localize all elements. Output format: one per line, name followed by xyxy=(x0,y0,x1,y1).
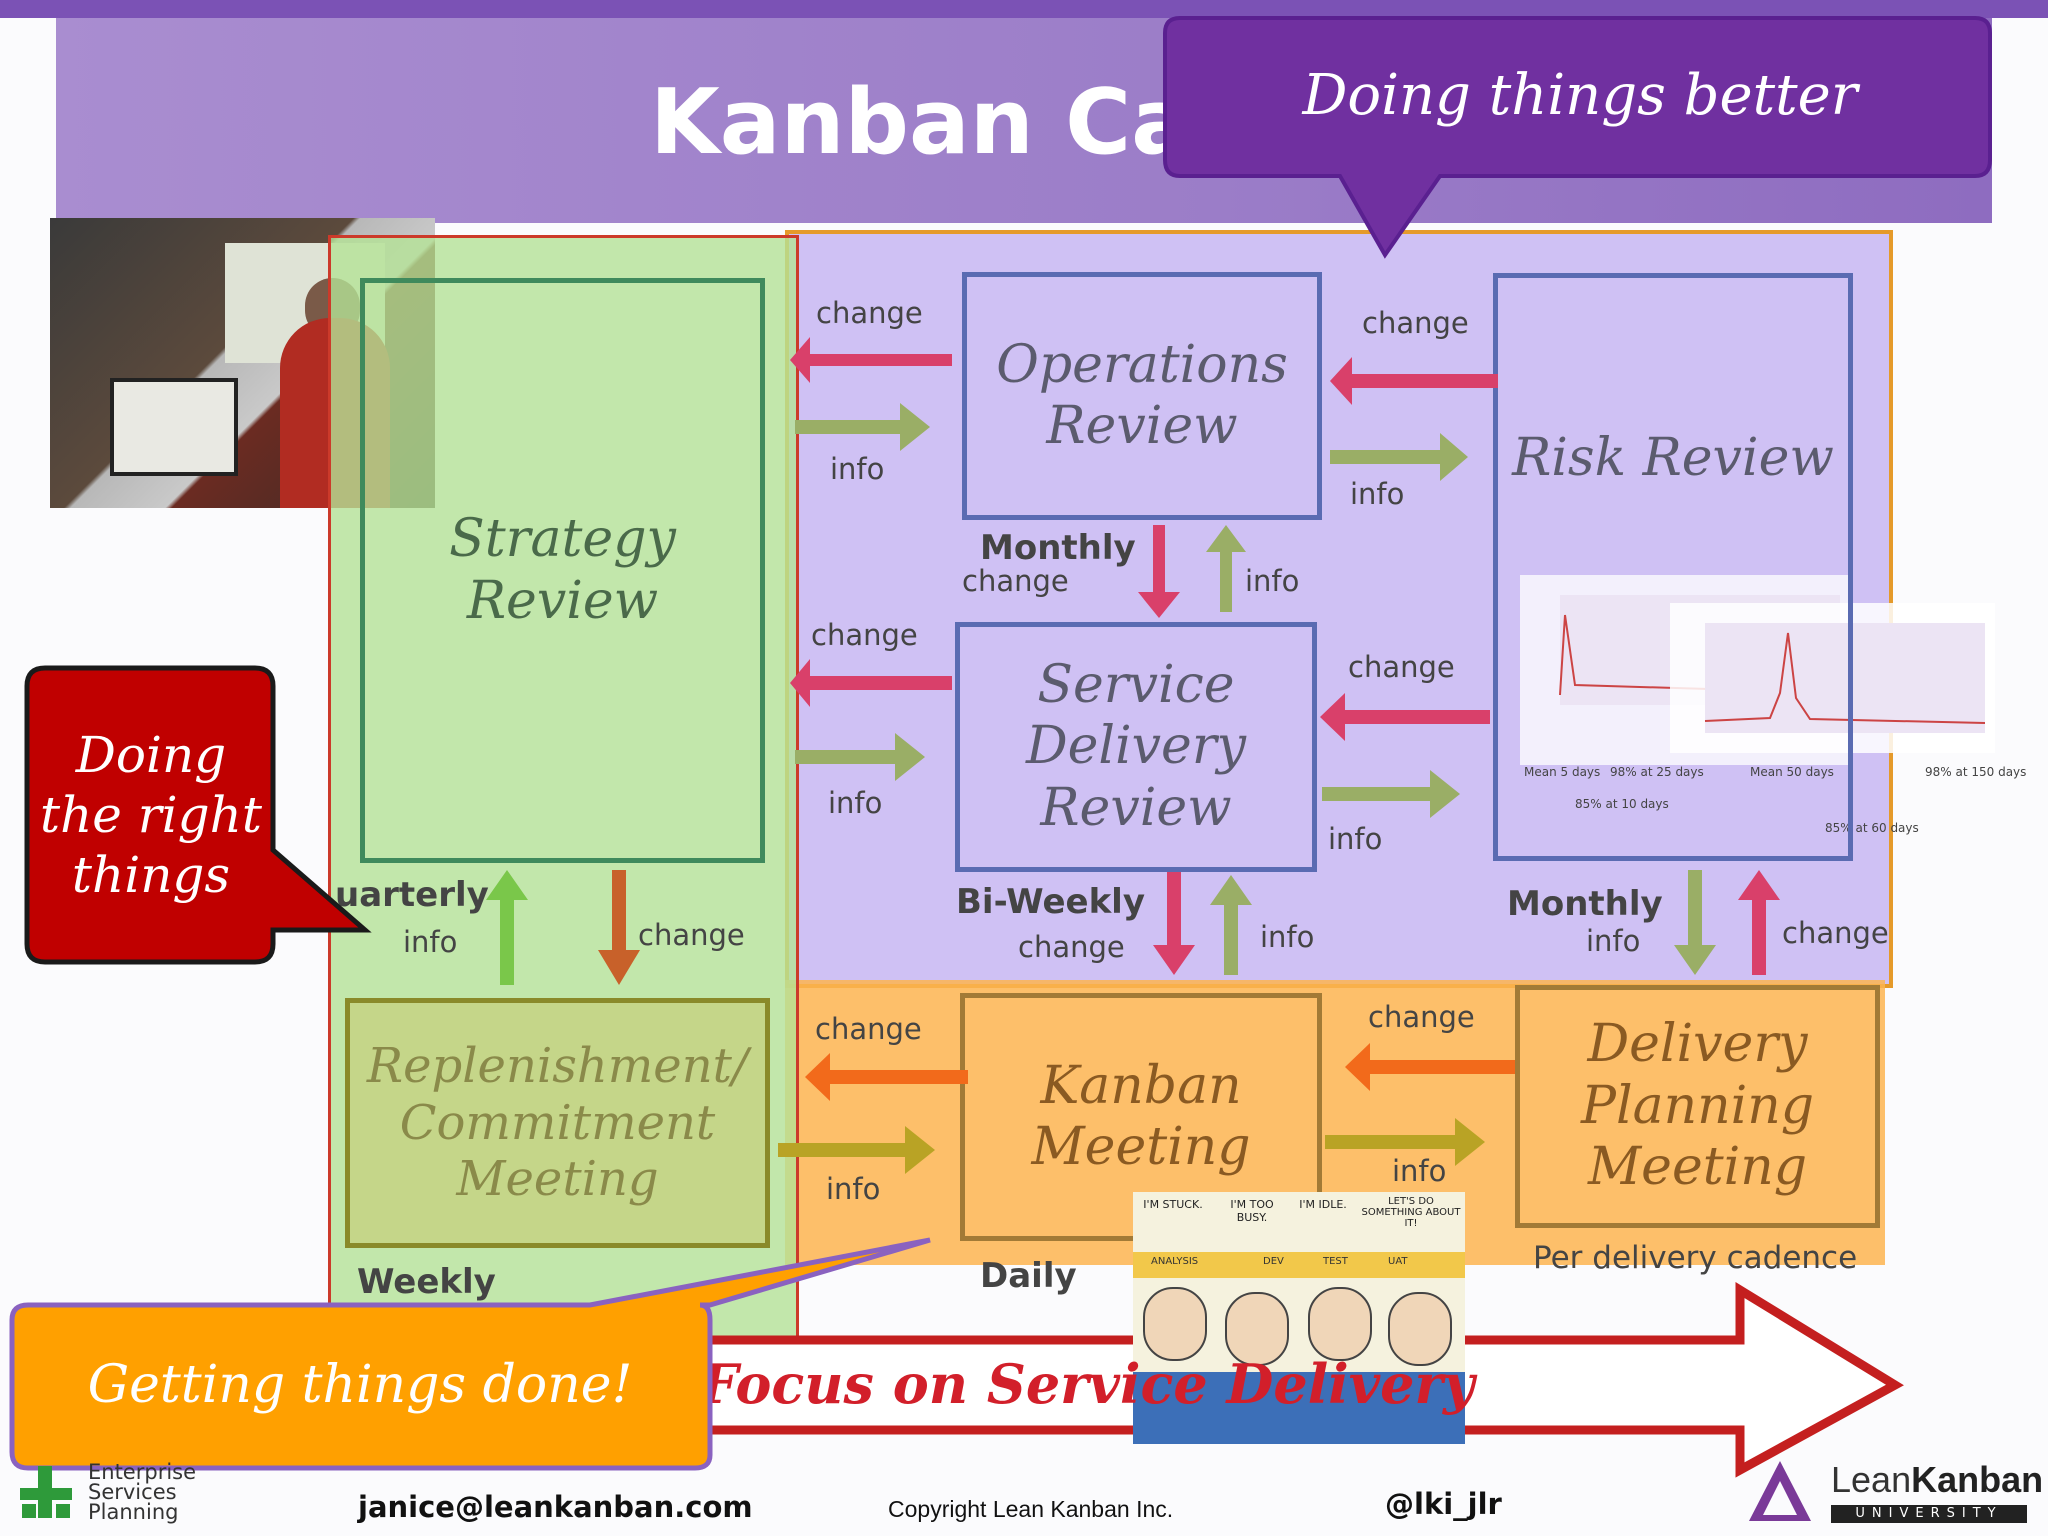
chart-right-98: 98% at 150 days xyxy=(1925,765,2027,779)
arrow-strategy-to-sdr-info xyxy=(795,733,925,781)
label-info-sdr-down: info xyxy=(1260,920,1315,954)
cartoon-col-test: TEST xyxy=(1323,1256,1348,1267)
cartoon-face-2 xyxy=(1225,1292,1289,1366)
label-change-sdr-right: change xyxy=(1348,650,1455,684)
arrow-risk-to-ops-change xyxy=(1330,357,1498,405)
arrow-replenishment-to-kanban-info xyxy=(778,1126,935,1174)
label-change-ops-right: change xyxy=(1362,306,1469,340)
lead-time-chart-right: Mean 50 days 98% at 150 days 85% at 60 d… xyxy=(1670,603,2026,835)
logo-university-text: UNIVERSITY xyxy=(1831,1505,2027,1523)
esp-org-line1: Enterprise xyxy=(88,1460,197,1484)
chart-left-85: 85% at 10 days xyxy=(1575,797,1669,811)
arrow-kanban-to-delivery-info xyxy=(1325,1118,1485,1166)
operations-review-box: Operations Review xyxy=(962,272,1322,520)
callout-done-shape xyxy=(9,1237,931,1471)
cartoon-col-uat: UAT xyxy=(1388,1256,1408,1267)
arrow-sdr-to-risk-info xyxy=(1322,770,1460,818)
arrow-ops-to-risk-info xyxy=(1330,433,1468,481)
esp-logo-icon xyxy=(20,1466,72,1518)
label-change-ops-down: change xyxy=(962,564,1069,598)
replenishment-commitment-box: Replenishment/ Commitment Meeting xyxy=(345,998,770,1248)
kanban-cartoon: ANALYSIS DEV TEST UAT I'M STUCK. I'M TOO… xyxy=(1133,1192,1465,1444)
leankanban-logo-icon xyxy=(1749,1461,1811,1521)
callout-right-shape xyxy=(24,665,372,965)
label-info-kanban-left: info xyxy=(826,1172,881,1206)
arrow-kanban-to-replenishment-change xyxy=(805,1053,968,1101)
callout-doing-the-right-things: Doing the right things xyxy=(40,726,262,904)
arrow-delivery-to-kanban-change xyxy=(1345,1043,1515,1091)
esp-org-line3: Planning xyxy=(88,1500,179,1524)
label-info-sdr-right: info xyxy=(1328,822,1383,856)
risk-cadence-monthly: Monthly xyxy=(1507,884,1663,924)
kanban-cadence-daily: Daily xyxy=(980,1256,1077,1296)
chart-left-98: 98% at 25 days xyxy=(1610,765,1704,779)
leankanban-logo: LeanKanban UNIVERSITY xyxy=(1745,1455,2043,1530)
logo-kanban-text: Kanban xyxy=(1911,1459,2044,1500)
arrow-kanban-to-sdr-info xyxy=(1210,875,1252,975)
cartoon-bubble-idle: I'M IDLE. xyxy=(1299,1198,1347,1211)
arrow-ops-to-strategy-change xyxy=(790,337,952,383)
chart-left-mean: Mean 5 days xyxy=(1524,765,1601,779)
arrow-risk-to-delivery-info xyxy=(1674,870,1716,975)
arrow-delivery-to-risk-change xyxy=(1738,870,1780,975)
sdr-cadence-biweekly: Bi-Weekly xyxy=(956,882,1145,922)
focus-banner-text: Focus on Service Delivery xyxy=(700,1352,1475,1416)
label-change-sdr-left: change xyxy=(811,618,918,652)
cartoon-col-analysis: ANALYSIS xyxy=(1151,1256,1199,1267)
cartoon-bubble-busy: I'M TOO BUSY. xyxy=(1230,1198,1274,1224)
label-change-strategy: change xyxy=(638,918,745,952)
ops-cadence-monthly: Monthly xyxy=(980,528,1136,568)
service-delivery-review-box: Service Delivery Review xyxy=(955,622,1317,872)
footer-twitter-handle[interactable]: @lki_jlr xyxy=(1385,1487,1502,1521)
label-info-delivery-left: info xyxy=(1392,1154,1447,1188)
arrow-sdr-to-kanban-change xyxy=(1153,872,1195,975)
chart-right-mean: Mean 50 days xyxy=(1750,765,1834,779)
esp-org-line2: Services xyxy=(88,1480,177,1504)
label-info-strategy: info xyxy=(403,925,458,959)
label-info-ops-up: info xyxy=(1245,564,1300,598)
callout-doing-things-better: Doing things better xyxy=(1302,62,1858,128)
cartoon-face-4 xyxy=(1388,1292,1452,1366)
arrow-ops-to-sdr-change xyxy=(1138,525,1180,618)
esp-logo xyxy=(16,1462,76,1522)
top-accent-band xyxy=(0,0,2048,18)
footer-copyright: Copyright Lean Kanban Inc. xyxy=(888,1496,1174,1522)
paper-sheet xyxy=(110,378,238,476)
delivery-cadence-label: Per delivery cadence xyxy=(1533,1240,1858,1276)
cartoon-bubble-stuck: I'M STUCK. xyxy=(1143,1198,1203,1211)
label-change-ops-left: change xyxy=(816,296,923,330)
arrow-strategy-to-ops-info xyxy=(795,403,930,451)
chart-right-plot xyxy=(1704,623,1986,733)
risk-review-box: Risk Review xyxy=(1493,273,1853,861)
arrow-replenishment-to-strategy-info xyxy=(486,870,528,985)
footer-email[interactable]: janice@leankanban.com xyxy=(358,1490,753,1524)
strategy-review-box: Strategy Review xyxy=(360,278,765,863)
label-info-ops-right: info xyxy=(1350,477,1405,511)
logo-lean-text: Lean xyxy=(1831,1459,1912,1500)
arrow-sdr-to-strategy-change xyxy=(790,659,952,707)
label-change-kanban-left: change xyxy=(815,1012,922,1046)
label-info-ops-left: info xyxy=(830,452,885,486)
callout-getting-things-done: Getting things done! xyxy=(87,1355,633,1415)
cartoon-face-1 xyxy=(1143,1287,1207,1361)
label-change-delivery-left: change xyxy=(1368,1000,1475,1034)
delivery-planning-meeting-box: Delivery Planning Meeting xyxy=(1515,985,1880,1228)
callout-better-shape xyxy=(1163,16,1992,259)
arrow-risk-to-sdr-change xyxy=(1320,693,1490,741)
label-info-risk-down: info xyxy=(1586,924,1641,958)
cartoon-bubble-do-something: LET'S DO SOMETHING ABOUT IT! xyxy=(1361,1196,1461,1229)
label-change-sdr-down: change xyxy=(1018,930,1125,964)
arrow-sdr-to-ops-info xyxy=(1206,525,1246,612)
label-change-risk-up: change xyxy=(1782,916,1889,950)
cartoon-shirts xyxy=(1133,1372,1465,1444)
cartoon-col-dev: DEV xyxy=(1263,1256,1284,1267)
cartoon-face-3 xyxy=(1308,1287,1372,1361)
label-info-sdr-left: info xyxy=(828,786,883,820)
arrow-strategy-to-replenishment-change xyxy=(598,870,640,985)
replenishment-cadence-weekly: Weekly xyxy=(357,1262,496,1302)
cartoon-board-header xyxy=(1133,1252,1465,1278)
strategy-cadence-quarterly: uarterly xyxy=(335,875,489,915)
